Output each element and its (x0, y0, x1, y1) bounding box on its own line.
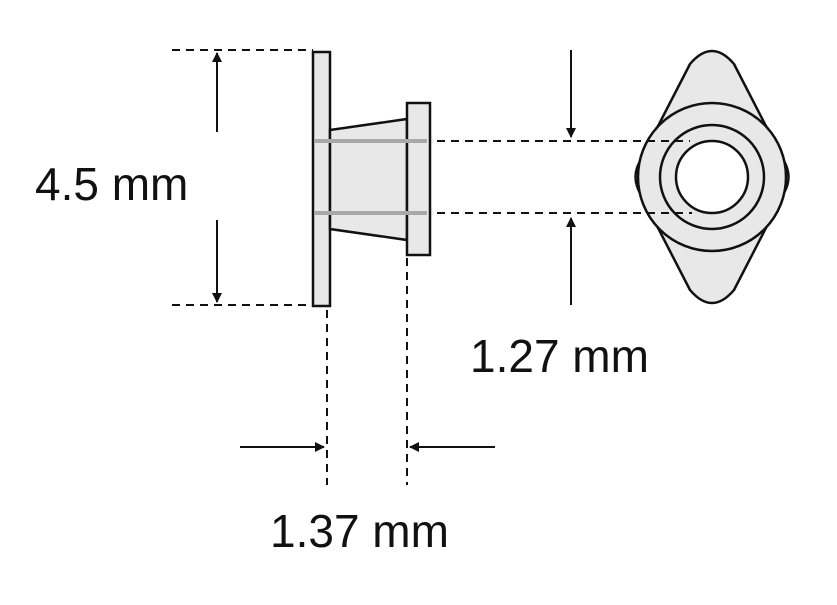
thickness-dimension-label: 1.37 mm (270, 505, 449, 557)
bore-dimension-label: 1.27 mm (470, 330, 649, 382)
front-view (634, 49, 790, 305)
dimension-arrows (212, 50, 576, 452)
side-view (311, 50, 432, 308)
base-plate (311, 50, 332, 308)
bore-hole (674, 139, 750, 215)
tapered-body (328, 117, 409, 242)
extension-lines (172, 49, 692, 485)
front-flange (405, 101, 432, 257)
height-dimension-label: 4.5 mm (35, 158, 188, 210)
